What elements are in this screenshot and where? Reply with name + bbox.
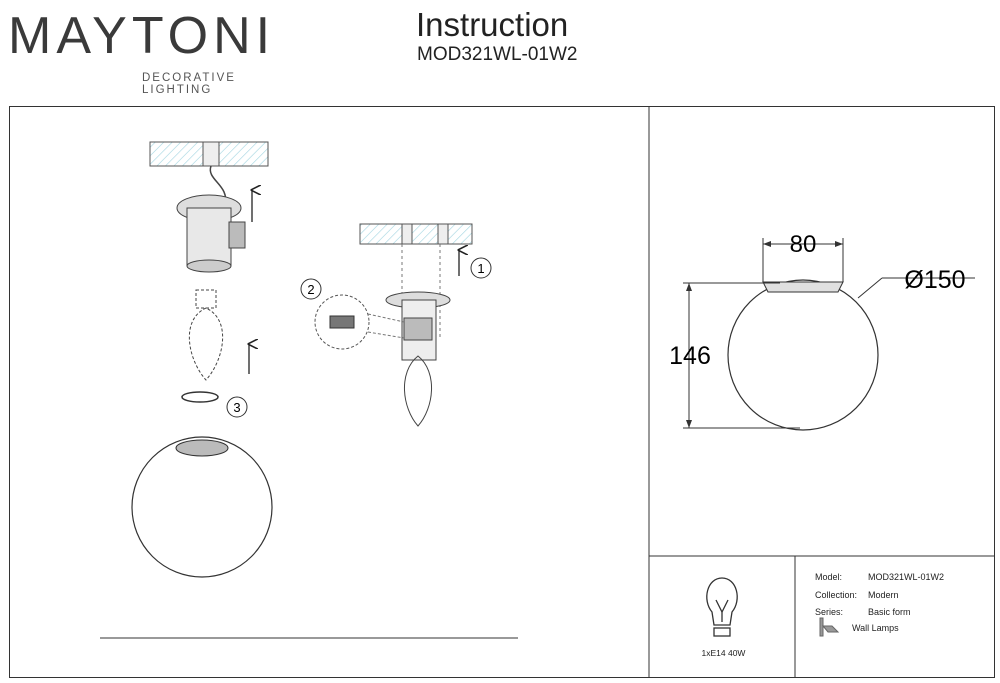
info-type-value: Wall Lamps <box>852 623 899 633</box>
instruction-frame <box>9 106 995 678</box>
brand-logo: MAYTONI DECORATIVE LIGHTING <box>8 6 298 96</box>
step-3-label: 3 <box>233 400 240 415</box>
brand-tagline: DECORATIVE LIGHTING <box>142 72 236 96</box>
dim-height: 146 <box>669 342 711 370</box>
dim-diameter: Ø150 <box>904 266 965 294</box>
ceiling-slab-left <box>149 141 269 167</box>
info-series-value: Basic form <box>868 607 911 617</box>
mount-cylinder <box>176 194 246 273</box>
step-1-label: 1 <box>477 261 484 276</box>
info-collection-value: Modern <box>868 590 899 600</box>
ceiling-slab-right <box>359 223 473 245</box>
bulb-right <box>404 355 432 427</box>
mount-right <box>385 291 451 361</box>
detail-callout <box>314 294 370 350</box>
bulb-spec: 1xE14 40W <box>701 648 746 658</box>
wall-lamp-icon <box>819 617 840 637</box>
globe-left <box>131 436 273 578</box>
step-3-marker: 3 <box>226 396 248 418</box>
dim-width: 80 <box>790 231 817 258</box>
page-title: Instruction <box>416 6 569 43</box>
info-series-label: Series: <box>815 607 844 617</box>
bulb-icon <box>706 577 738 637</box>
dimension-drawing: 80 Ø150 146 <box>669 231 975 431</box>
info-model-value: MOD321WL-01W2 <box>868 572 945 582</box>
header-model: MOD321WL-01W2 <box>417 44 578 65</box>
bulb-left <box>189 289 223 381</box>
retaining-ring <box>181 391 219 403</box>
step-2-marker: 2 <box>300 278 322 300</box>
step-2-label: 2 <box>307 282 314 297</box>
brand-name: MAYTONI <box>8 7 276 65</box>
info-model-label: Model: <box>815 572 843 582</box>
step-1-marker: 1 <box>470 257 492 279</box>
info-collection-label: Collection: <box>815 590 858 600</box>
